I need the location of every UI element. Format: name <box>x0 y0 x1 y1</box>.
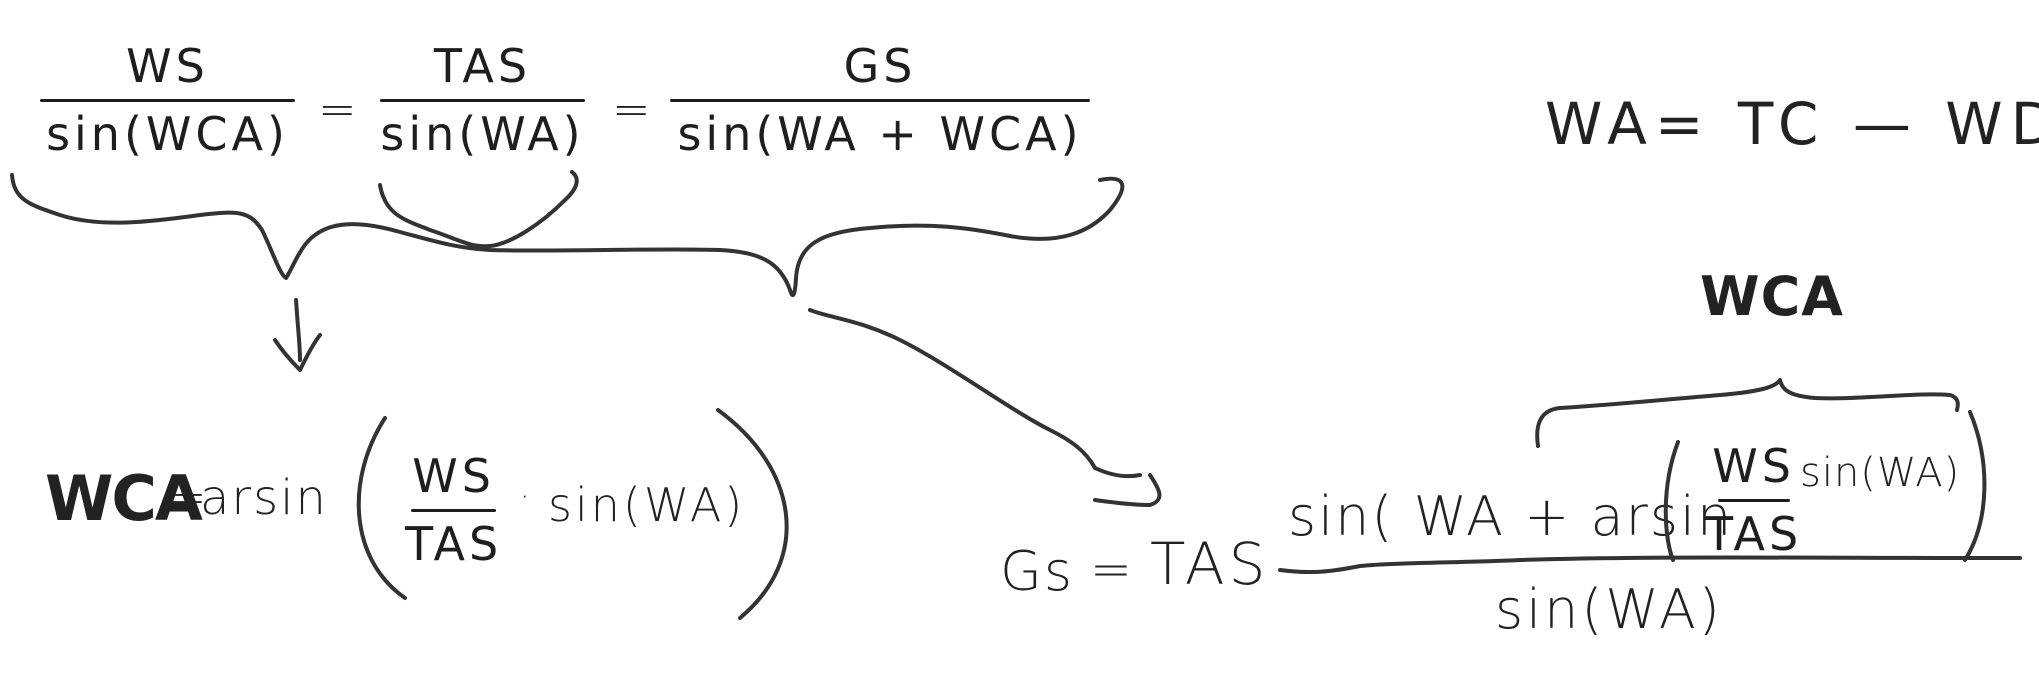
wca-dot: · <box>520 480 533 515</box>
denominator-sin-wa: sin(WA) <box>380 106 585 161</box>
wa-rhs: TC — WD <box>1737 90 2039 158</box>
gs-inner-denominator-tas: TAS <box>1705 506 1803 561</box>
fraction-bar <box>1717 498 1790 502</box>
gs-numerator-lead: sin( WA + arsin <box>1288 485 1734 548</box>
gs-inner-right-paren <box>1963 410 1987 562</box>
gs-wca-brace <box>1535 378 1960 448</box>
gs-inner-fraction: WS TAS <box>1705 440 1802 561</box>
wca-arsin: arsin <box>200 470 328 526</box>
inner-denominator-tas: TAS <box>405 516 503 571</box>
fraction-gs-over-sin-wa-plus-wca: GS sin(WA + WCA) <box>670 40 1090 161</box>
fraction-bar <box>670 98 1090 102</box>
fraction-bar <box>40 98 295 102</box>
wa-lhs: WA <box>1545 90 1655 158</box>
numerator-ws: WS <box>126 39 209 93</box>
fraction-bar <box>411 508 497 512</box>
gs-dot: · <box>1780 455 1792 485</box>
gs-inner-sin-wa: sin(WA) <box>1800 450 1961 496</box>
curved-arrow-icon <box>808 308 1162 507</box>
down-arrow-icon <box>273 298 322 372</box>
gs-denominator: sin(WA) <box>1495 578 1723 641</box>
gs-main-fraction-bar <box>1278 555 2022 575</box>
sin-wa-curl <box>378 170 579 249</box>
gs-lhs: Gs <box>1000 540 1074 603</box>
fraction-ws-over-sin-wca: WS sin(WCA) <box>40 40 295 161</box>
fraction-tas-over-sin-wa: TAS sin(WA) <box>380 40 585 161</box>
wca-equals: = <box>168 470 210 524</box>
wca-brace-label: WCA <box>1700 265 1844 328</box>
numerator-gs: GS <box>843 39 917 93</box>
denominator-sin-wa-plus-wca: sin(WA + WCA) <box>677 106 1083 161</box>
gs-equals: = <box>1090 540 1135 598</box>
equals-sign-2: = <box>612 82 654 136</box>
top-brace <box>10 173 1125 298</box>
numerator-tas: TAS <box>433 39 532 93</box>
wa-definition: WA= TC — WD <box>1545 90 2039 158</box>
wca-left-paren <box>356 416 407 600</box>
gs-inner-numerator-ws: WS <box>1712 439 1795 493</box>
wa-equals: = <box>1654 90 1712 158</box>
wca-inner-fraction: WS TAS <box>405 450 502 571</box>
inner-numerator-ws: WS <box>412 449 495 503</box>
wca-lhs: WCA <box>45 462 203 535</box>
wca-sin-wa: sin(WA) <box>548 478 746 532</box>
equals-sign-1: = <box>318 82 360 136</box>
gs-tas: TAS <box>1150 530 1270 598</box>
fraction-bar <box>380 98 585 102</box>
denominator-sin-wca: sin(WCA) <box>46 106 289 161</box>
